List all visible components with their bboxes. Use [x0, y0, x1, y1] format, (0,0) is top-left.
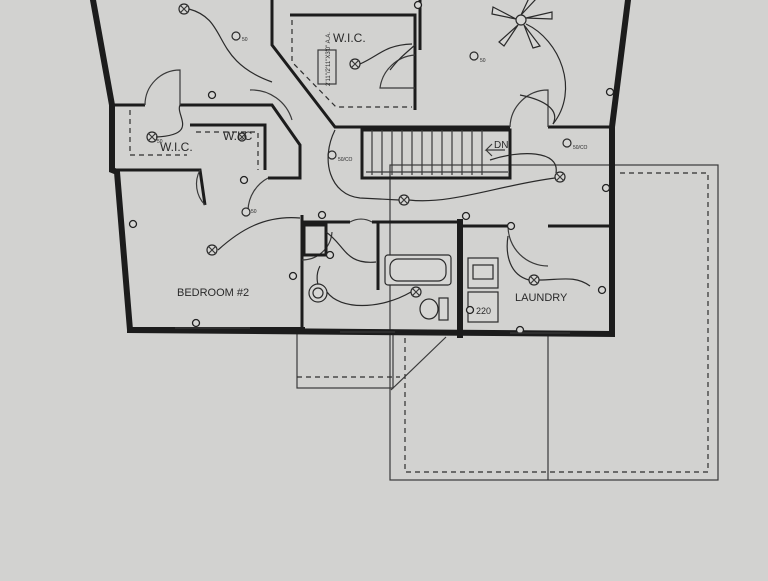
- attic-access-label: 2'11"/2'11"X3'0" A.A.: [326, 32, 332, 86]
- closet-shelving: [129, 20, 412, 170]
- electrical-wiring: [155, 8, 591, 307]
- recessed-lights: [231, 31, 572, 217]
- fixture-note: 50/CO: [573, 145, 588, 151]
- room-label-wic-left: W.I.C.: [160, 140, 193, 154]
- room-labels: W.I.C. W.I.C. W.I.C BEDROOM #2 LAUNDRY 2…: [160, 31, 568, 316]
- light-fixture-icon: [178, 3, 190, 15]
- light-fixture-icon: [237, 132, 247, 142]
- ceiling-fan-icon: [491, 0, 553, 49]
- fixture-note: 50/CO: [338, 157, 353, 163]
- windows: [175, 327, 570, 334]
- light-fixture-icon: [349, 58, 361, 70]
- staircase: DN: [360, 128, 512, 180]
- fixture-note: 50: [157, 139, 163, 145]
- interior-walls: [112, 0, 612, 338]
- exterior-walls: [89, 0, 632, 338]
- wall-outlets: [128, 0, 615, 335]
- room-label-wic-top: W.I.C.: [333, 31, 366, 45]
- fixture-note: 50: [480, 58, 486, 64]
- fixture-note: 50: [242, 37, 248, 43]
- attic-access-note: 2'11"/2'11"X3'0" A.A.: [317, 32, 337, 86]
- outlet-220-label: 220: [476, 306, 491, 316]
- room-label-bedroom: BEDROOM #2: [177, 287, 249, 299]
- fixture-annotations: 50 50 50 50 50/CO 50/CO: [157, 37, 588, 215]
- garage-roof-outline: [296, 164, 719, 481]
- light-fixture-icon: [206, 244, 218, 256]
- stair-direction-label: DN: [494, 140, 508, 151]
- room-label-laundry: LAUNDRY: [515, 292, 568, 304]
- fixture-note: 50: [251, 209, 257, 215]
- light-fixture-icon: [146, 131, 158, 143]
- light-fixture-icon: [554, 171, 566, 183]
- door-swings: [144, 54, 549, 267]
- light-fixture-icon: [398, 194, 410, 206]
- light-fixture-icon: [410, 286, 422, 298]
- room-label-wic-mid: W.I.C: [223, 129, 253, 143]
- laundry-appliances: [467, 257, 499, 323]
- bathroom-fixtures: [302, 223, 452, 321]
- light-fixture-icon: [528, 274, 540, 286]
